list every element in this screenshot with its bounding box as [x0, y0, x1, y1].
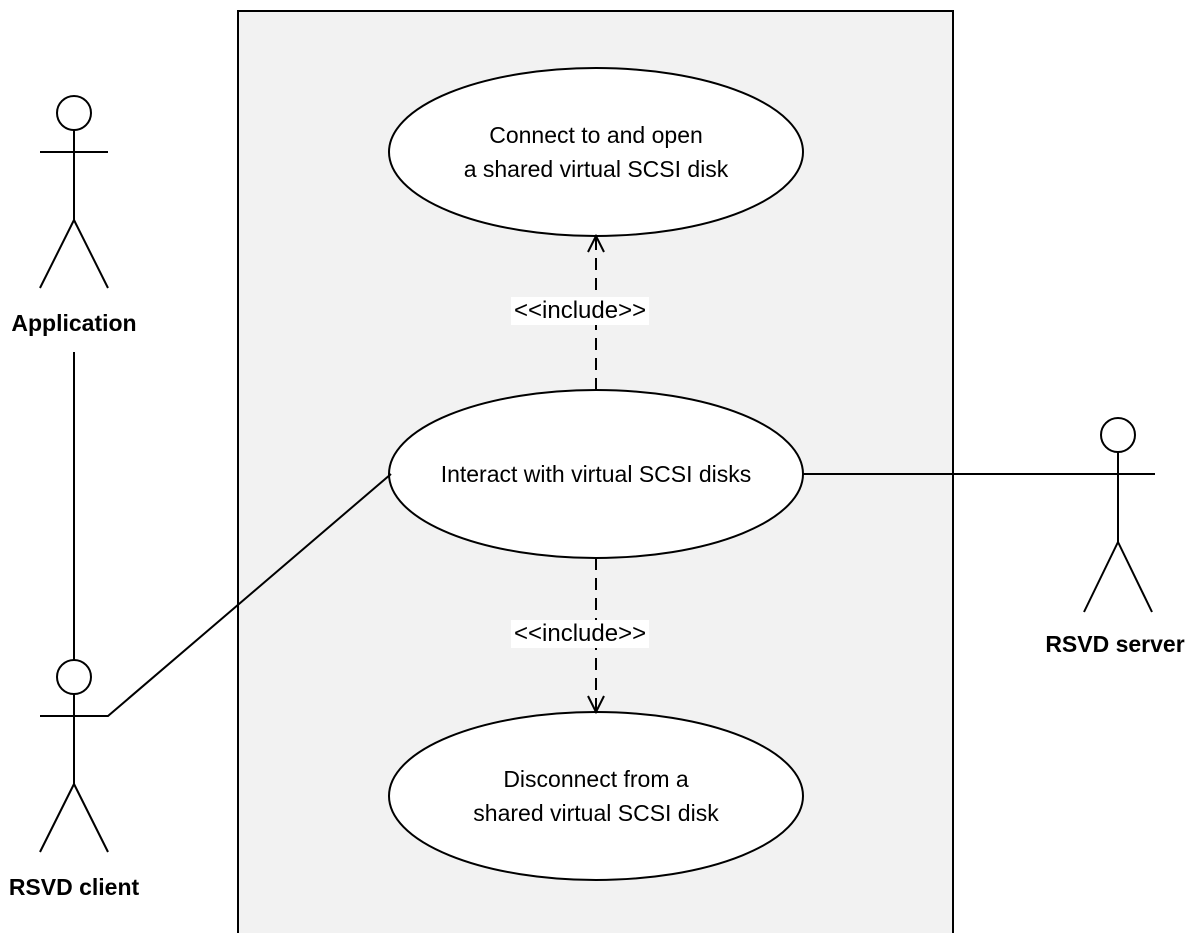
actor-rsvd-server-label: RSVD server [1045, 631, 1185, 657]
include-label-top: <<include>> [511, 297, 650, 325]
use-case-connect-line2: a shared virtual SCSI disk [463, 156, 729, 182]
include-label-bottom: <<include>> [511, 620, 650, 648]
use-case-connect-line1: Connect to and open [489, 122, 703, 148]
actor-application-figure [39, 95, 109, 289]
use-case-interact-line1: Interact with virtual SCSI disks [440, 461, 752, 487]
use-case-connect-label: Connect to and open a shared virtual SCS… [389, 118, 803, 186]
use-case-interact-label: Interact with virtual SCSI disks [389, 457, 803, 491]
use-case-disconnect-label: Disconnect from a shared virtual SCSI di… [389, 762, 803, 830]
actor-application-label: Application [11, 310, 137, 336]
actor-rsvd-client-label: RSVD client [8, 874, 140, 900]
use-case-disconnect-line2: shared virtual SCSI disk [473, 800, 719, 826]
use-case-disconnect-line1: Disconnect from a [503, 766, 689, 792]
actor-rsvd-client-figure [39, 659, 109, 853]
actor-rsvd-server-figure [1083, 417, 1153, 613]
